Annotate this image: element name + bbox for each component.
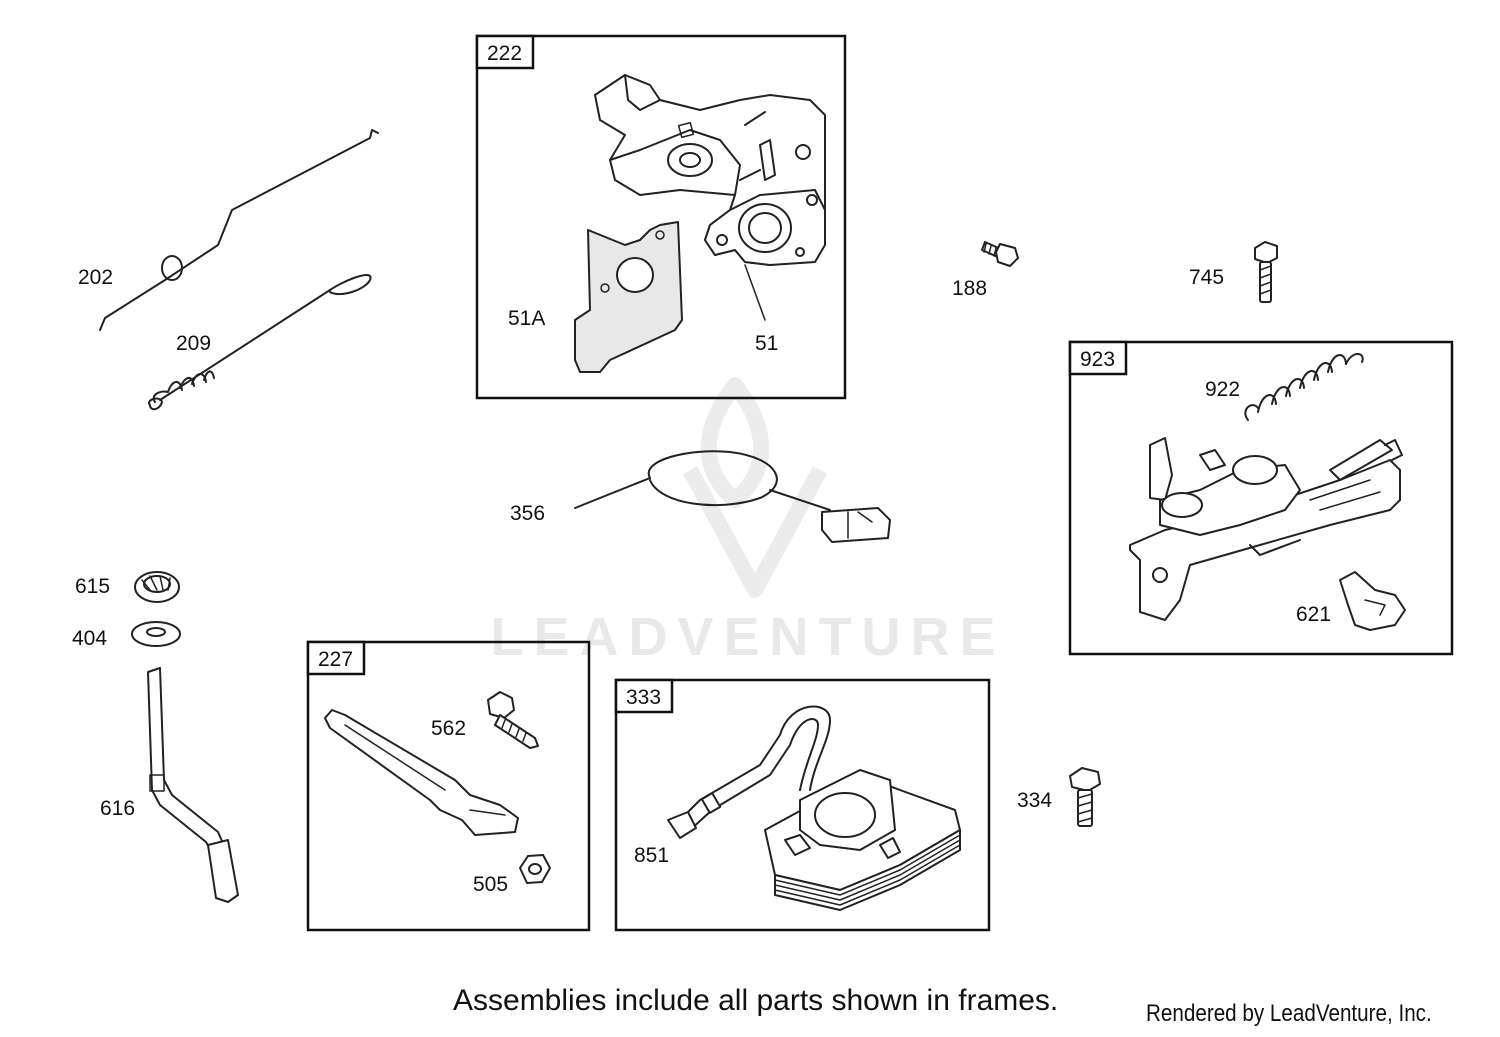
part-616-lever-drawing <box>147 667 239 903</box>
part-745-bolt-drawing <box>1254 241 1278 303</box>
footer-note: Assemblies include all parts shown in fr… <box>453 984 1059 1017</box>
part-505-nut-drawing <box>519 854 551 884</box>
part-label-404: 404 <box>72 627 107 650</box>
part-label-621: 621 <box>1296 603 1331 626</box>
part-356-wire-drawing <box>574 450 891 543</box>
frame-333: 333 851 <box>614 678 991 932</box>
part-922-spring-drawing <box>1244 353 1364 421</box>
part-209-spring-drawing <box>147 274 372 411</box>
part-label-356: 356 <box>510 502 545 525</box>
part-label-51: 51 <box>755 332 778 355</box>
part-label-505: 505 <box>473 873 508 896</box>
part-label-562: 562 <box>431 717 466 740</box>
part-label-188: 188 <box>952 277 987 300</box>
frame-tag-222: 222 <box>487 42 522 65</box>
part-label-616: 616 <box>100 797 135 820</box>
part-label-209: 209 <box>176 332 211 355</box>
part-label-334: 334 <box>1017 789 1052 812</box>
part-615-retainer-drawing <box>134 571 180 603</box>
part-51A-gasket-drawing <box>574 221 683 373</box>
part-label-745: 745 <box>1189 266 1224 289</box>
frame-tag-923: 923 <box>1080 348 1115 371</box>
part-51-bracket-drawing <box>594 74 826 321</box>
part-label-202: 202 <box>78 266 113 289</box>
frame-tag-333: 333 <box>626 686 661 709</box>
part-562-screw-drawing <box>487 691 539 749</box>
part-label-51A: 51A <box>508 307 545 330</box>
part-404-washer-drawing <box>131 621 181 647</box>
frame-222: 222 51A 51 <box>475 34 847 400</box>
watermark-text: LEADVENTURE <box>490 607 1005 667</box>
part-label-615: 615 <box>75 575 110 598</box>
part-923-control-plate-drawing <box>1129 437 1403 621</box>
watermark-flame-icon <box>682 377 828 598</box>
watermark: LEADVENTURE <box>490 377 1005 667</box>
part-227-lever-drawing <box>324 709 519 836</box>
part-334-bolt-drawing <box>1069 767 1101 827</box>
part-621-clip-drawing <box>1339 571 1406 631</box>
part-label-922: 922 <box>1205 378 1240 401</box>
footer-credit: Rendered by LeadVenture, Inc. <box>1146 1000 1432 1027</box>
frame-227: 227 562 505 <box>306 640 591 932</box>
part-label-851: 851 <box>634 844 669 867</box>
frame-tag-227: 227 <box>318 648 353 671</box>
part-202-link-drawing <box>99 129 379 331</box>
frame-923: 923 922 621 <box>1068 340 1454 656</box>
part-333-armature-drawing <box>667 705 961 911</box>
part-188-screw-drawing <box>981 241 1019 267</box>
